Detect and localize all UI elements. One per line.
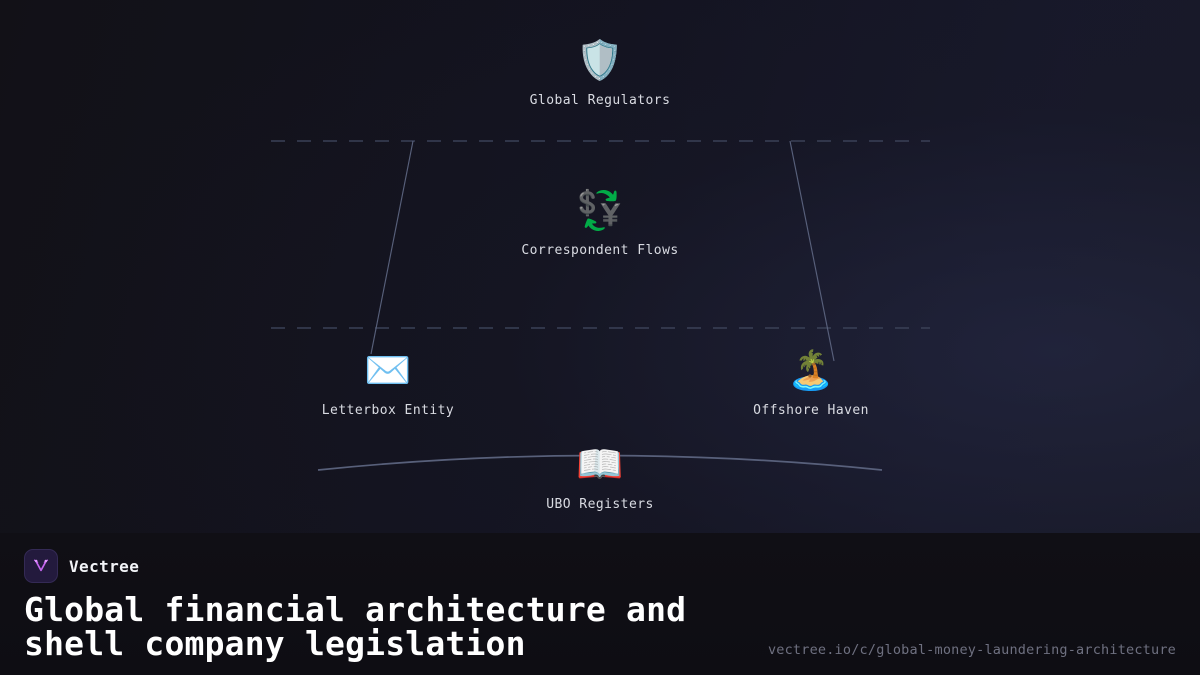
graph-node-label: Offshore Haven [753, 403, 869, 418]
envelope-icon: ✉️ [364, 348, 412, 392]
concept-graph: 🛡️ Global Regulators 💱 Correspondent Flo… [271, 38, 930, 512]
graph-node-correspondent-flows[interactable]: 💱 Correspondent Flows [521, 188, 678, 258]
graph-node-letterbox-entity[interactable]: ✉️ Letterbox Entity [322, 348, 454, 418]
graph-node-global-regulators[interactable]: 🛡️ Global Regulators [530, 38, 671, 108]
open-book-icon: 📖 [576, 442, 624, 486]
graph-node-label: Letterbox Entity [321, 403, 455, 418]
graph-node-label: Global Regulators [529, 93, 671, 108]
graph-node-label: UBO Registers [546, 497, 654, 512]
footer-bar: Vectree Global financial architecture an… [0, 533, 1200, 675]
currency-exchange-icon: 💱 [576, 188, 624, 232]
share-url: vectree.io/c/global-money-laundering-arc… [767, 642, 1176, 658]
vectree-logo-icon [24, 549, 58, 583]
edge-regulators-letterbox [370, 140, 414, 355]
graph-node-label: Correspondent Flows [521, 243, 679, 258]
page-title: Global financial architecture and shell … [24, 590, 687, 663]
desert-island-icon: 🏝️ [787, 348, 835, 392]
brand-name: Vectree [69, 556, 140, 576]
edge-regulators-offshore [789, 140, 835, 362]
shield-icon: 🛡️ [576, 38, 624, 82]
graph-node-ubo-registers[interactable]: 📖 UBO Registers [546, 442, 654, 512]
graph-node-offshore-haven[interactable]: 🏝️ Offshore Haven [753, 348, 869, 418]
brand-block[interactable]: Vectree [24, 549, 1176, 583]
